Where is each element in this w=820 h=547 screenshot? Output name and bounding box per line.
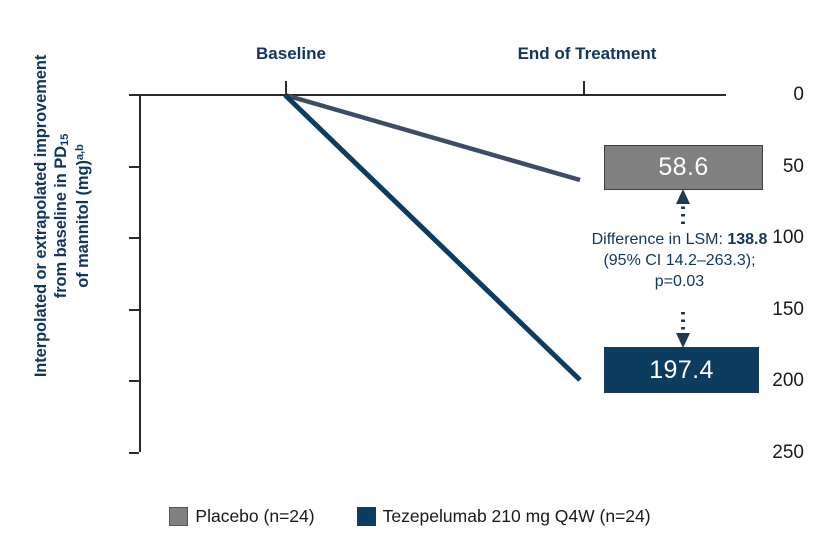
y-axis-title-line2-pre: from baseline in PD: [52, 146, 71, 299]
y-tick-label-50: 50: [782, 156, 804, 177]
x-tick-mark-end-of-treatment: [583, 81, 585, 94]
value-box-placebo: 58.6: [604, 145, 763, 190]
confidence-interval-label: (95% CI 14.2–263.3);: [603, 252, 756, 270]
difference-annotation: Difference in LSM: 138.8 (95% CI 14.2–26…: [558, 229, 801, 292]
x-axis-line: [139, 94, 726, 96]
p-value-label: p=0.03: [654, 273, 705, 291]
connector-arrow-down: [676, 312, 690, 348]
value-box-tezepelumab: 197.4: [604, 347, 759, 393]
legend-item-placebo: Placebo (n=24): [169, 506, 315, 527]
y-axis-line: [139, 94, 141, 452]
lsm-prefix-label: Difference in LSM:: [591, 231, 728, 248]
chart-legend: Placebo (n=24) Tezepelumab 210 mg Q4W (n…: [0, 506, 820, 527]
y-tick-label-100: 100: [772, 227, 804, 248]
x-axis-label-end-of-treatment: End of Treatment: [517, 44, 657, 63]
y-tick-mark-0: [129, 94, 139, 96]
series-line-placebo: [284, 92, 581, 183]
y-tick-mark-50: [129, 166, 139, 168]
y-axis-title: Interpolated or extrapolated improvement…: [31, 6, 93, 426]
y-axis-title-superscript: a,b: [73, 144, 86, 161]
y-tick-label-200: 200: [772, 370, 804, 391]
legend-swatch-tezepelumab-icon: [356, 507, 376, 526]
y-axis-title-line3-pre: of mannitol (mg): [73, 160, 92, 288]
x-tick-mark-baseline: [285, 81, 287, 94]
legend-label-placebo: Placebo (n=24): [195, 506, 315, 526]
y-tick-label-0: 0: [793, 84, 804, 105]
y-tick-label-150: 150: [772, 299, 804, 320]
connector-arrow-up: [676, 189, 690, 224]
legend-label-tezepelumab: Tezepelumab 210 mg Q4W (n=24): [382, 506, 651, 526]
y-axis-title-line1: Interpolated or extrapolated improvement: [32, 54, 51, 378]
y-axis-title-subscript: 15: [59, 133, 72, 147]
series-line-tezepelumab: [283, 93, 582, 382]
legend-swatch-placebo-icon: [169, 507, 189, 526]
lsm-value: 138.8: [727, 231, 768, 248]
y-tick-mark-250: [129, 452, 139, 454]
y-tick-mark-100: [129, 237, 139, 239]
y-tick-mark-200: [129, 380, 139, 382]
legend-item-tezepelumab: Tezepelumab 210 mg Q4W (n=24): [356, 506, 651, 527]
x-axis-label-baseline: Baseline: [256, 44, 326, 63]
y-tick-label-250: 250: [772, 442, 804, 463]
y-tick-mark-150: [129, 309, 139, 311]
